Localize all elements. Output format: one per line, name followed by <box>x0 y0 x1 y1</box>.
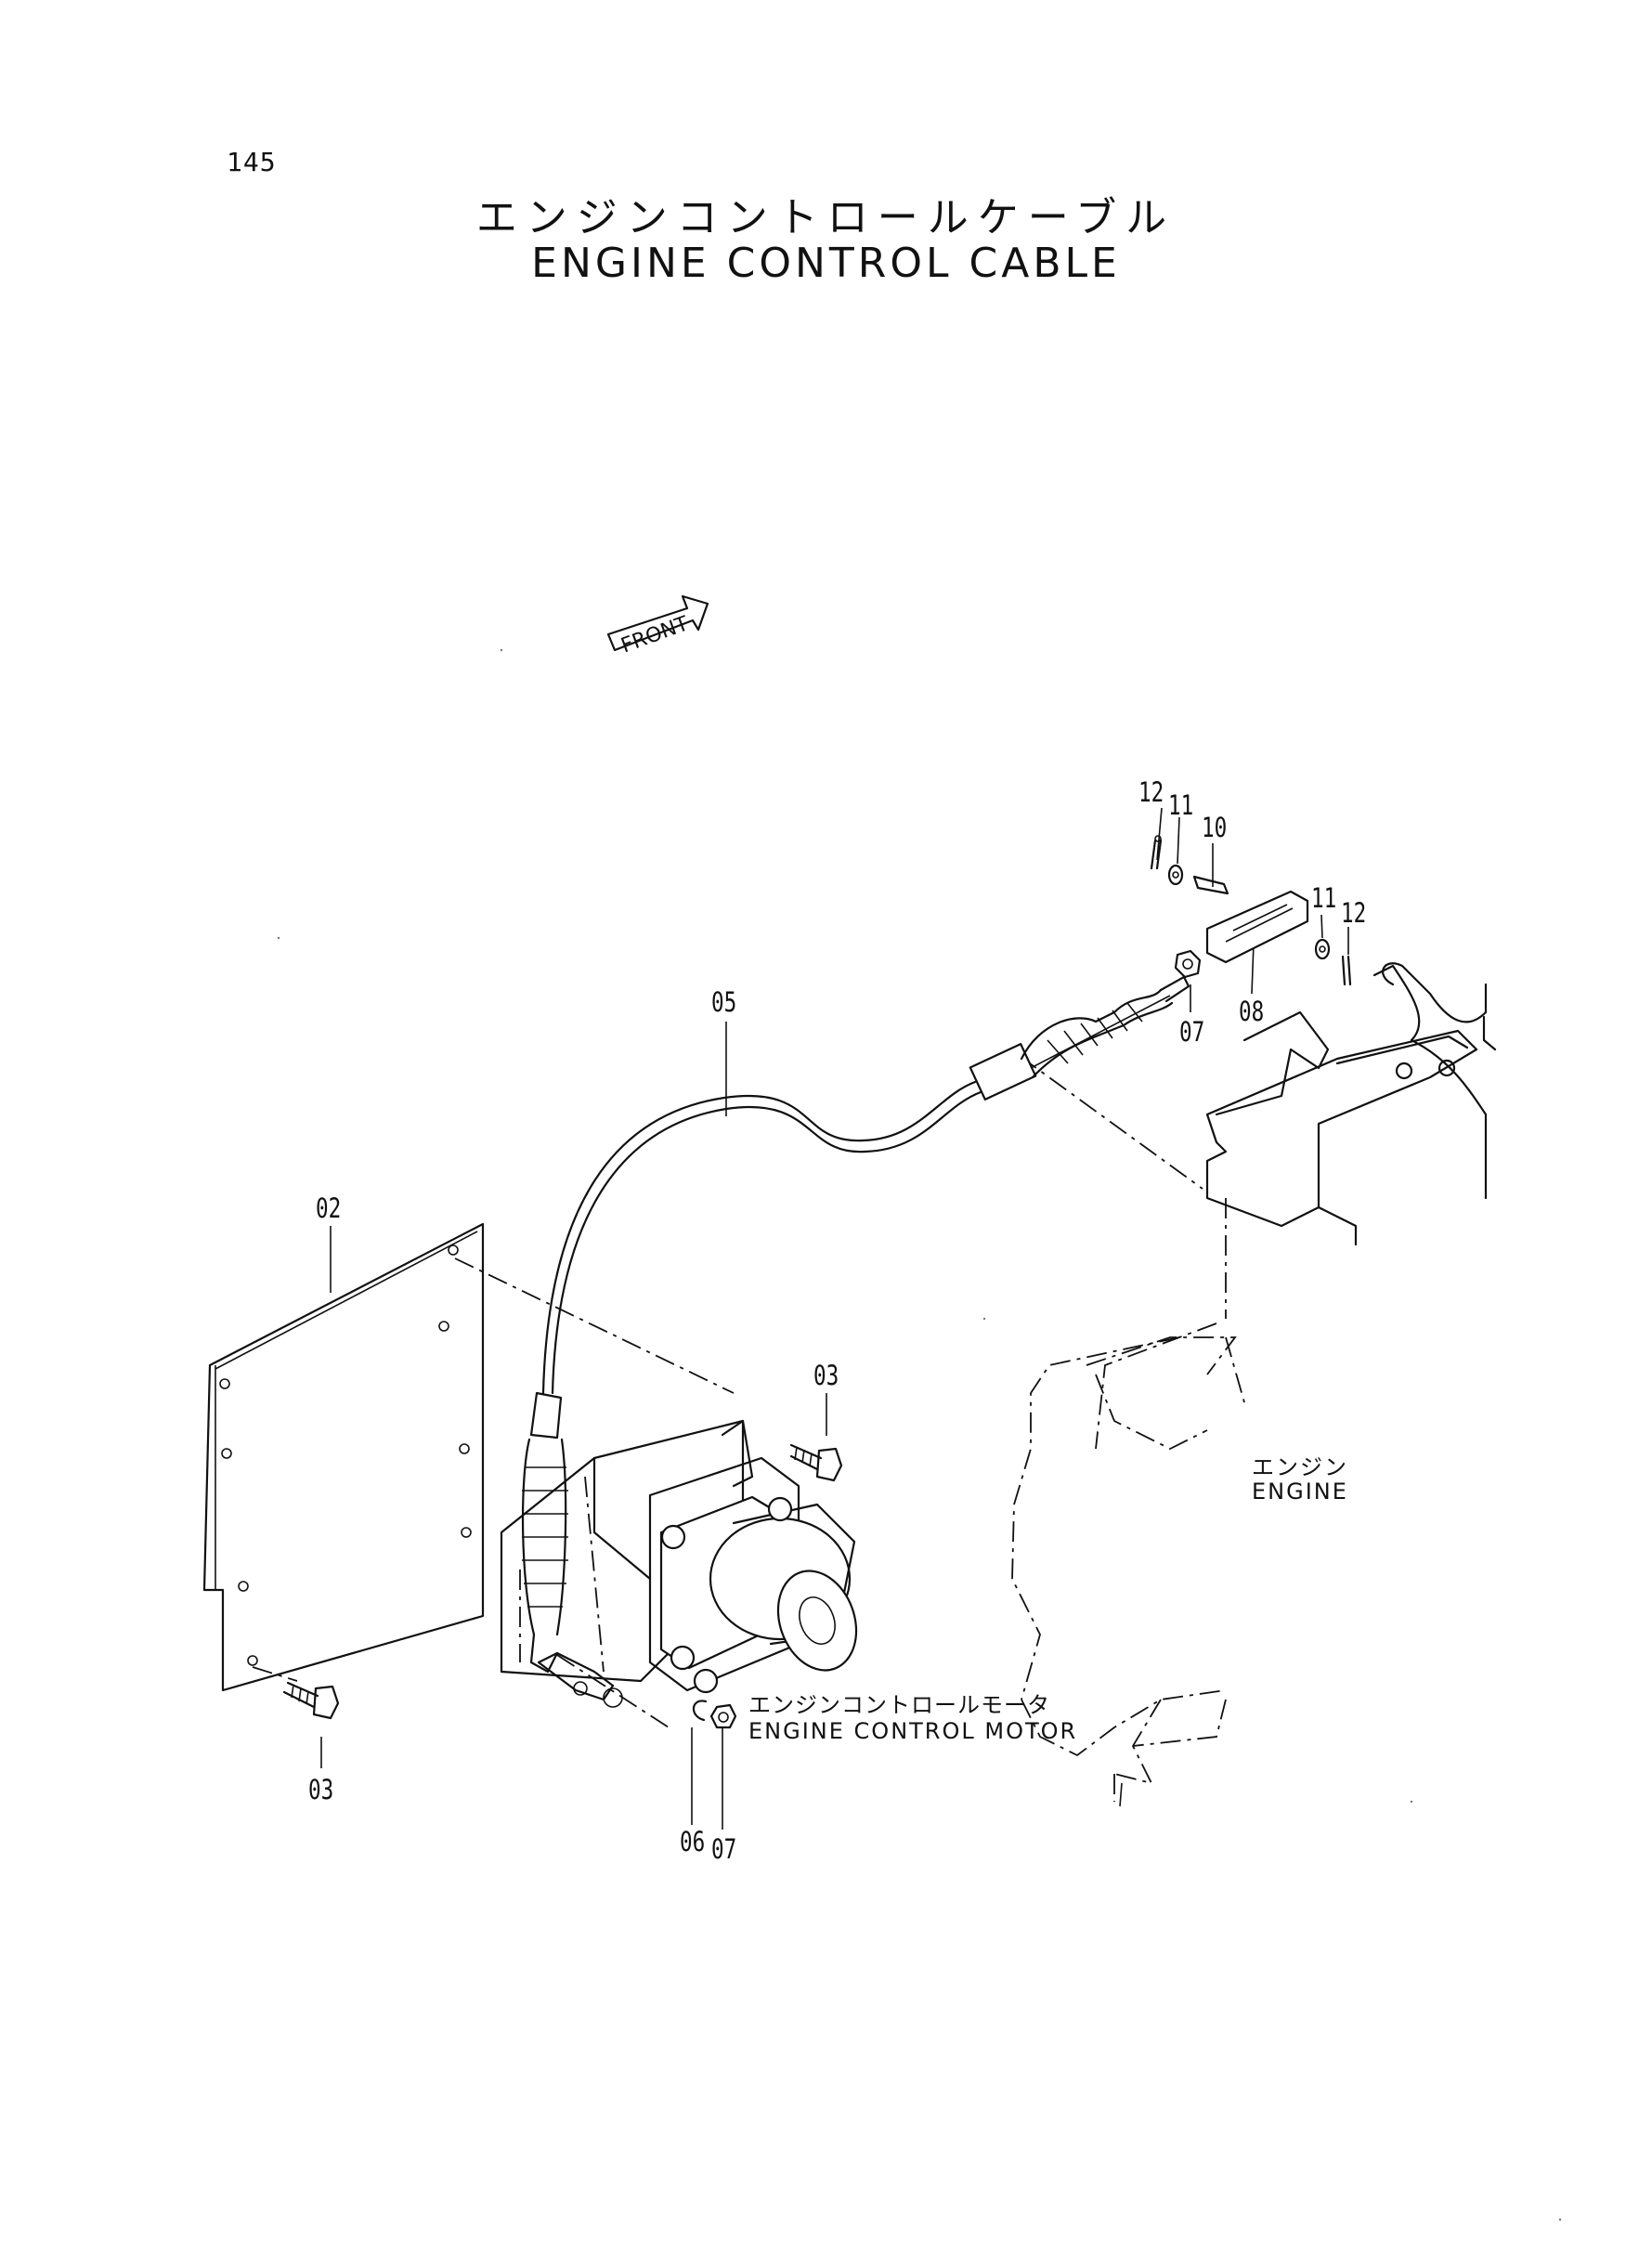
callout-06: 06 <box>680 1826 706 1857</box>
engine-outline <box>1011 1336 1245 1807</box>
callout-11-upper-right: 11 <box>1311 882 1337 914</box>
callout-11-upper-left: 11 <box>1168 789 1194 821</box>
callout-07-upper: 07 <box>1179 1016 1205 1048</box>
engine-control-motor <box>500 1419 858 1708</box>
callout-12-upper-left: 12 <box>1138 776 1164 808</box>
clip-06 <box>692 1700 708 1722</box>
page-number: 145 <box>227 147 277 177</box>
callout-08: 08 <box>1239 996 1265 1027</box>
nut-07-upper <box>1174 949 1202 979</box>
mounting-plate <box>202 1222 485 1692</box>
leader-11a <box>1177 816 1180 865</box>
bolt-left <box>282 1681 340 1720</box>
callout-12-upper-right: 12 <box>1341 897 1367 929</box>
slotted-bracket-08 <box>1205 890 1309 964</box>
motor-label-english: ENGINE CONTROL MOTOR <box>748 1718 1078 1744</box>
front-arrow-icon: FRONT <box>606 594 709 658</box>
washer-11b <box>1314 938 1331 960</box>
leader-08 <box>1251 942 1255 995</box>
bolt-right <box>789 1443 843 1482</box>
title-english: ENGINE CONTROL CABLE <box>531 240 1121 287</box>
engine-label-english: ENGINE <box>1252 1479 1348 1505</box>
engine-bracket <box>1205 962 1497 1246</box>
engine-label-japanese: エンジン <box>1252 1454 1348 1480</box>
nut-07-lower <box>709 1703 737 1729</box>
leader-12a <box>1156 807 1163 861</box>
title-japanese: エンジンコントロールケーブル <box>475 194 1177 241</box>
washer-11a <box>1167 864 1184 886</box>
callout-02: 02 <box>316 1192 342 1224</box>
split-pin-12a <box>1150 835 1163 870</box>
callout-05: 05 <box>711 986 737 1018</box>
callout-03-left: 03 <box>308 1774 334 1805</box>
leader-11b <box>1320 914 1323 939</box>
callout-03-right: 03 <box>813 1360 839 1391</box>
control-cable <box>521 975 1190 1674</box>
callout-07-lower: 07 <box>711 1833 737 1865</box>
split-pin-12b <box>1341 955 1352 986</box>
callout-10: 10 <box>1202 812 1228 843</box>
scan-speckles <box>277 648 1562 2221</box>
pin-10 <box>1192 875 1229 895</box>
motor-label-japanese: エンジンコントロールモータ <box>748 1692 1050 1718</box>
